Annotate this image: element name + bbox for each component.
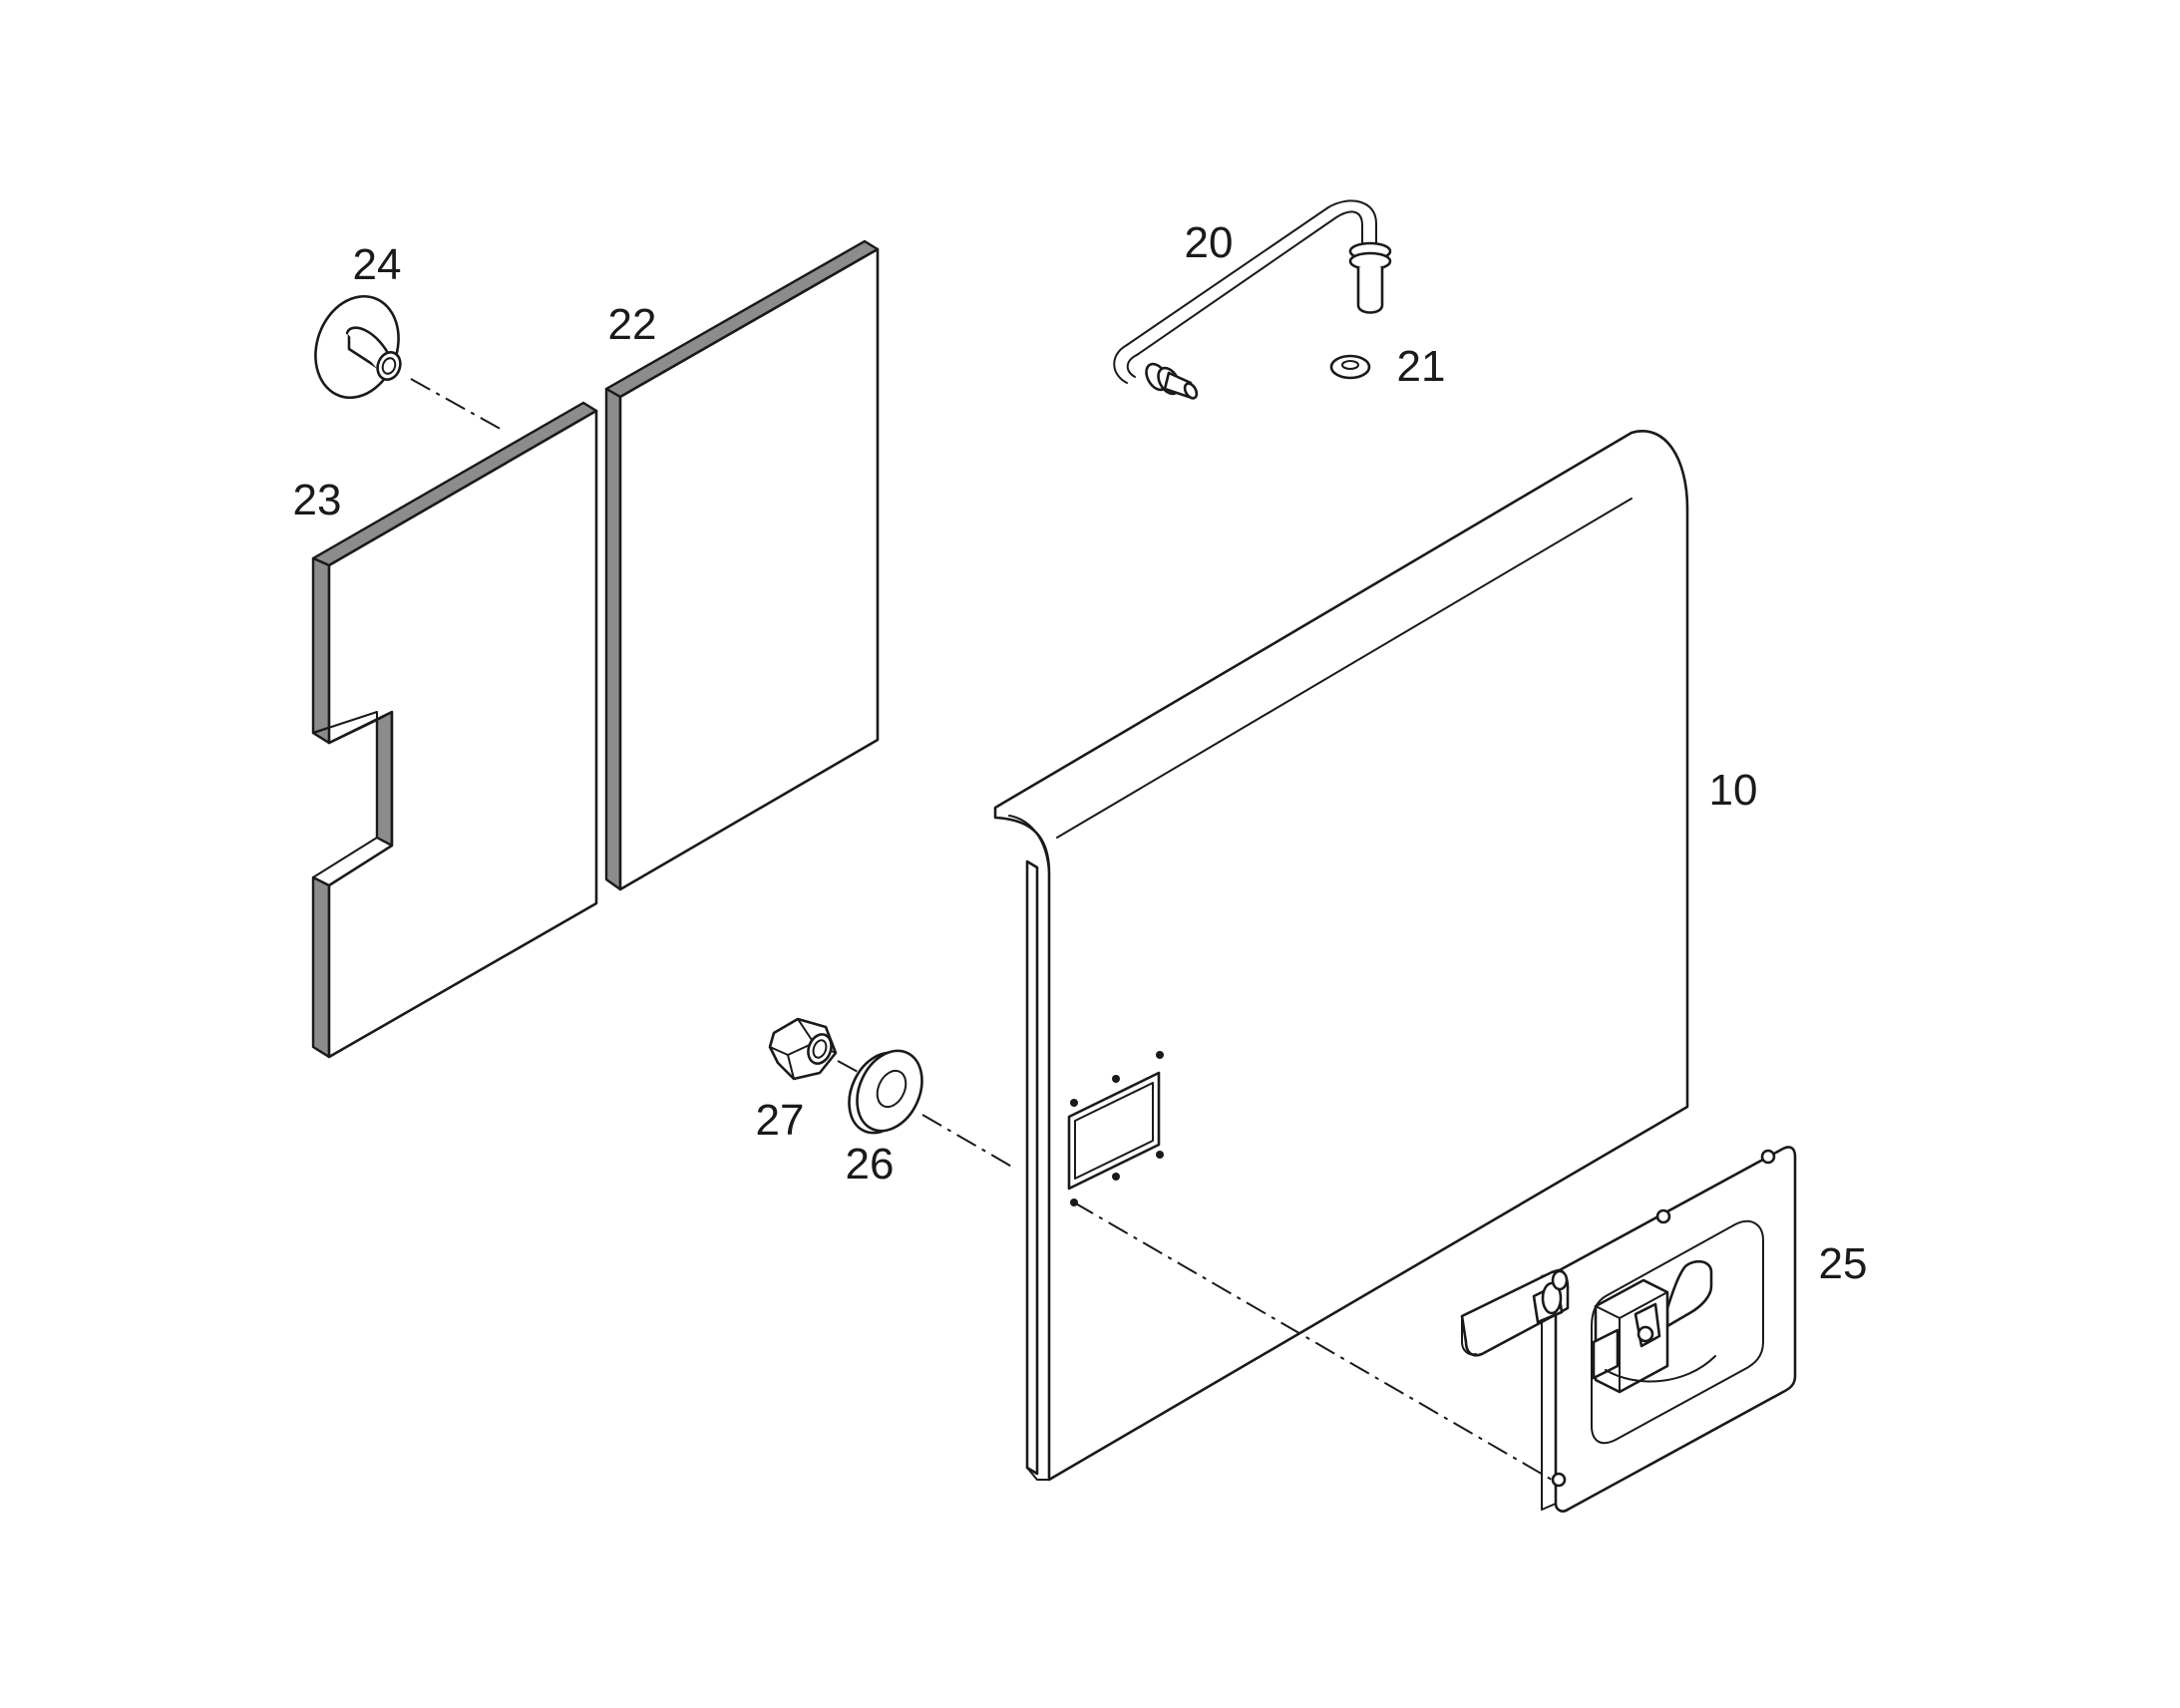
part-27-hex-nut — [768, 1017, 838, 1081]
part-26-flat-washer — [848, 1049, 923, 1135]
callout-22: 22 — [608, 300, 657, 349]
callout-labels: 10 20 21 22 23 24 25 26 27 — [293, 218, 1868, 1288]
callout-24: 24 — [353, 240, 402, 289]
leader-27-to-26 — [837, 1060, 861, 1074]
part-21-washer — [1329, 354, 1371, 380]
part-23-notched-pad — [311, 401, 598, 1059]
callout-27: 27 — [756, 1096, 805, 1145]
callout-20: 20 — [1185, 218, 1234, 267]
leader-door-to-latch — [1073, 1201, 1553, 1481]
callout-23: 23 — [293, 476, 342, 524]
part-22-rectangular-pad — [604, 239, 880, 891]
part-10-door-panel — [993, 430, 1689, 1482]
callout-21: 21 — [1397, 342, 1446, 391]
callout-25: 25 — [1819, 1239, 1868, 1288]
callout-26: 26 — [846, 1140, 895, 1189]
part-20-handle-rod — [1113, 199, 1392, 400]
part-24-flanged-bushing — [314, 294, 402, 400]
leader-26-to-door — [921, 1114, 1016, 1170]
leader-24-to-23 — [410, 378, 505, 432]
part-25-latch-assembly — [1460, 1146, 1797, 1513]
callout-10: 10 — [1709, 766, 1758, 815]
